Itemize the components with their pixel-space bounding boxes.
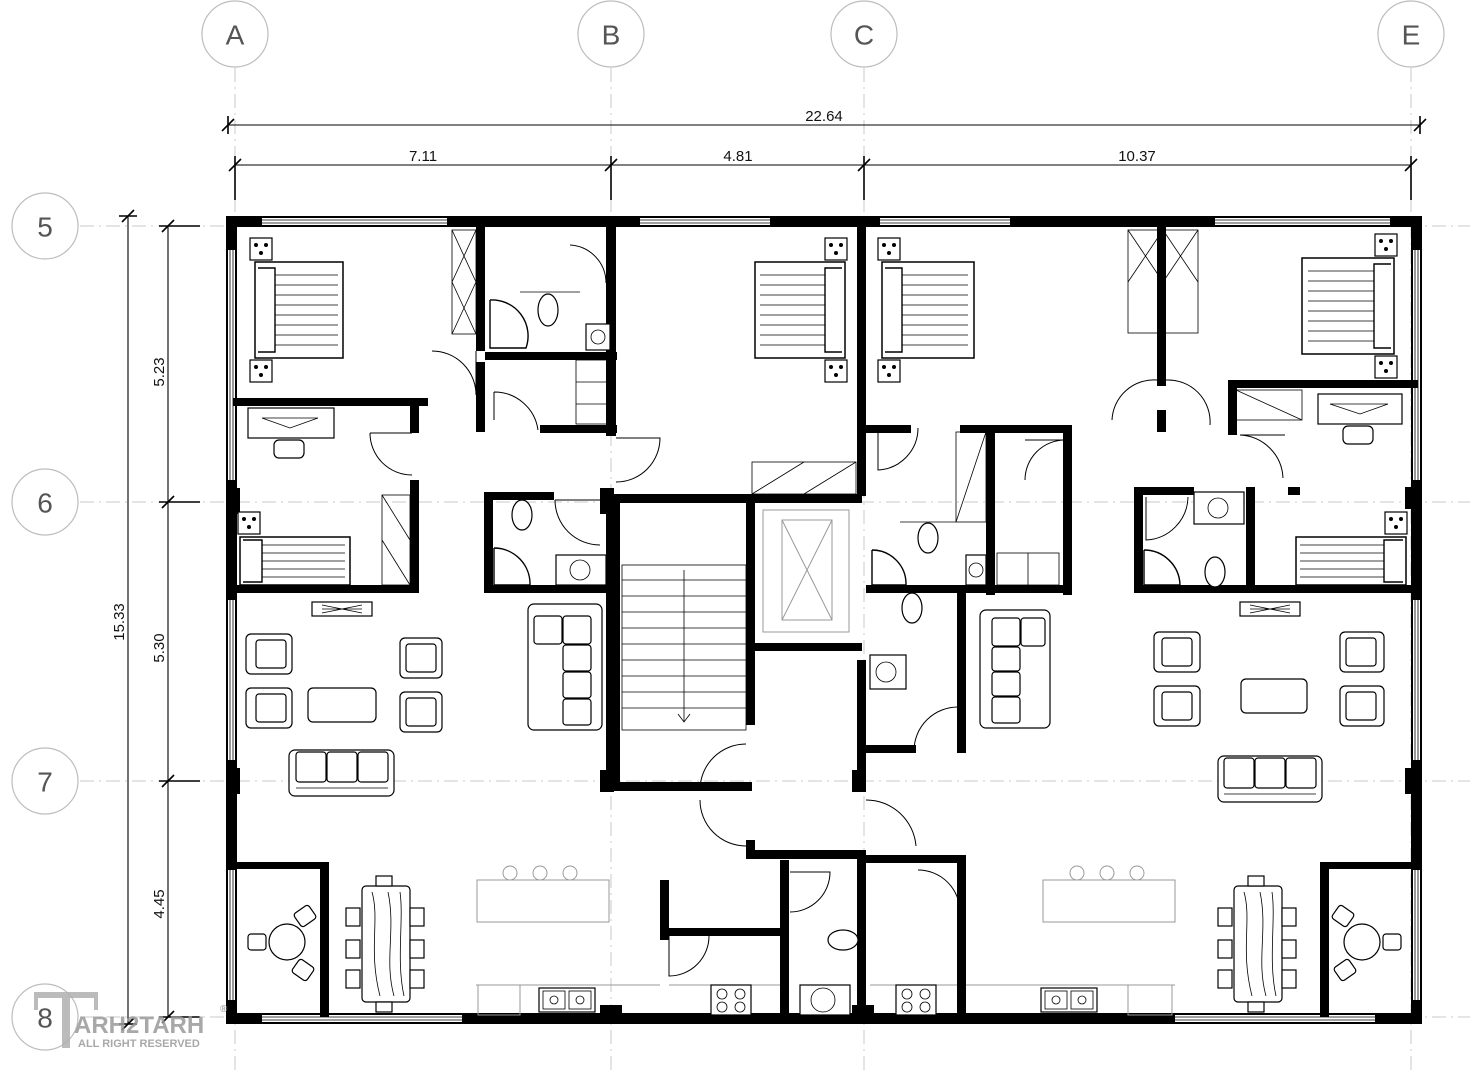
dimension-segments-width: 7.11 4.81 10.37 xyxy=(228,148,1418,200)
desk-right xyxy=(1317,393,1403,445)
bed-bedroom-2 xyxy=(754,237,848,383)
kitchen-counters xyxy=(476,984,1175,1016)
doors xyxy=(369,244,1285,977)
bed-bedroom-5 xyxy=(237,511,351,586)
desk-left xyxy=(247,407,335,459)
interior-walls xyxy=(226,226,1419,1024)
dimension-label: 15.33 xyxy=(111,603,128,641)
grid-bubble-row-5: 5 xyxy=(11,192,79,260)
grid-label: 5 xyxy=(37,212,53,243)
dimension-label: 4.81 xyxy=(723,148,752,165)
staircase xyxy=(621,564,747,731)
bed-bedroom-4 xyxy=(1301,233,1398,379)
grid-label: A xyxy=(226,20,245,51)
kitchen-island-right xyxy=(1042,865,1176,923)
sofa-left xyxy=(288,749,395,797)
sectional-sofa-left xyxy=(527,603,603,731)
bistro-table-left xyxy=(247,904,317,982)
dining-table-right xyxy=(1217,875,1297,1013)
sofa-right xyxy=(1217,755,1323,803)
bathroom-fixtures xyxy=(489,291,1245,1016)
grid-bubble-column-c: C xyxy=(830,0,898,68)
tv-unit-left xyxy=(311,601,373,617)
grid-bubble-row-8: 8 xyxy=(11,983,79,1051)
tv-unit-right xyxy=(1239,601,1301,617)
watermark-subtitle: ALL RIGHT RESERVED xyxy=(78,1038,200,1050)
armchairs-right xyxy=(1153,631,1385,727)
dimension-overall-height: 15.33 xyxy=(111,209,137,1031)
grid-label: 8 xyxy=(37,1003,53,1034)
grid-label: C xyxy=(854,20,874,51)
logo-emblem-icon xyxy=(34,992,98,1048)
coffee-table-left xyxy=(307,687,377,723)
dimension-label: 22.64 xyxy=(805,108,843,125)
watermark-registered-mark: ® xyxy=(220,1004,228,1015)
grid-bubble-column-e: E xyxy=(1377,0,1445,68)
grid-label: B xyxy=(602,20,621,51)
dimension-label: 7.11 xyxy=(409,148,437,165)
watermark-brand: ARH2TARH xyxy=(74,1012,204,1039)
coffee-table-right xyxy=(1240,678,1308,714)
wardrobes xyxy=(381,229,1303,586)
dimension-label: 5.30 xyxy=(151,633,168,662)
dimension-segments-height: 5.23 5.30 4.45 xyxy=(151,219,200,1024)
kitchen-island-left xyxy=(476,865,610,923)
grid-label: 7 xyxy=(37,767,53,798)
armchairs-left xyxy=(245,633,443,733)
grid-label: 6 xyxy=(37,488,53,519)
bistro-table-right xyxy=(1331,904,1402,982)
dimension-overall-width: 22.64 xyxy=(221,108,1427,134)
watermark-logo: ARH2TARH ® ALL RIGHT RESERVED xyxy=(34,992,228,1050)
grid-bubble-row-6: 6 xyxy=(11,468,79,536)
dimension-label: 4.45 xyxy=(151,889,168,918)
bed-bedroom-1 xyxy=(249,237,344,383)
elevator-shaft xyxy=(762,509,850,633)
grid-bubble-column-b: B xyxy=(577,0,645,68)
sectional-sofa-right xyxy=(979,609,1051,729)
grid-bubble-row-7: 7 xyxy=(11,747,79,815)
dimension-label: 5.23 xyxy=(151,357,168,386)
bed-bedroom-3 xyxy=(877,237,975,383)
grid-label: E xyxy=(1402,20,1421,51)
dining-table-left xyxy=(345,875,425,1013)
windows xyxy=(228,218,1420,1022)
grid-bubble-column-a: A xyxy=(201,0,269,68)
bed-bedroom-6 xyxy=(1295,511,1408,586)
dimension-label: 10.37 xyxy=(1118,148,1156,165)
